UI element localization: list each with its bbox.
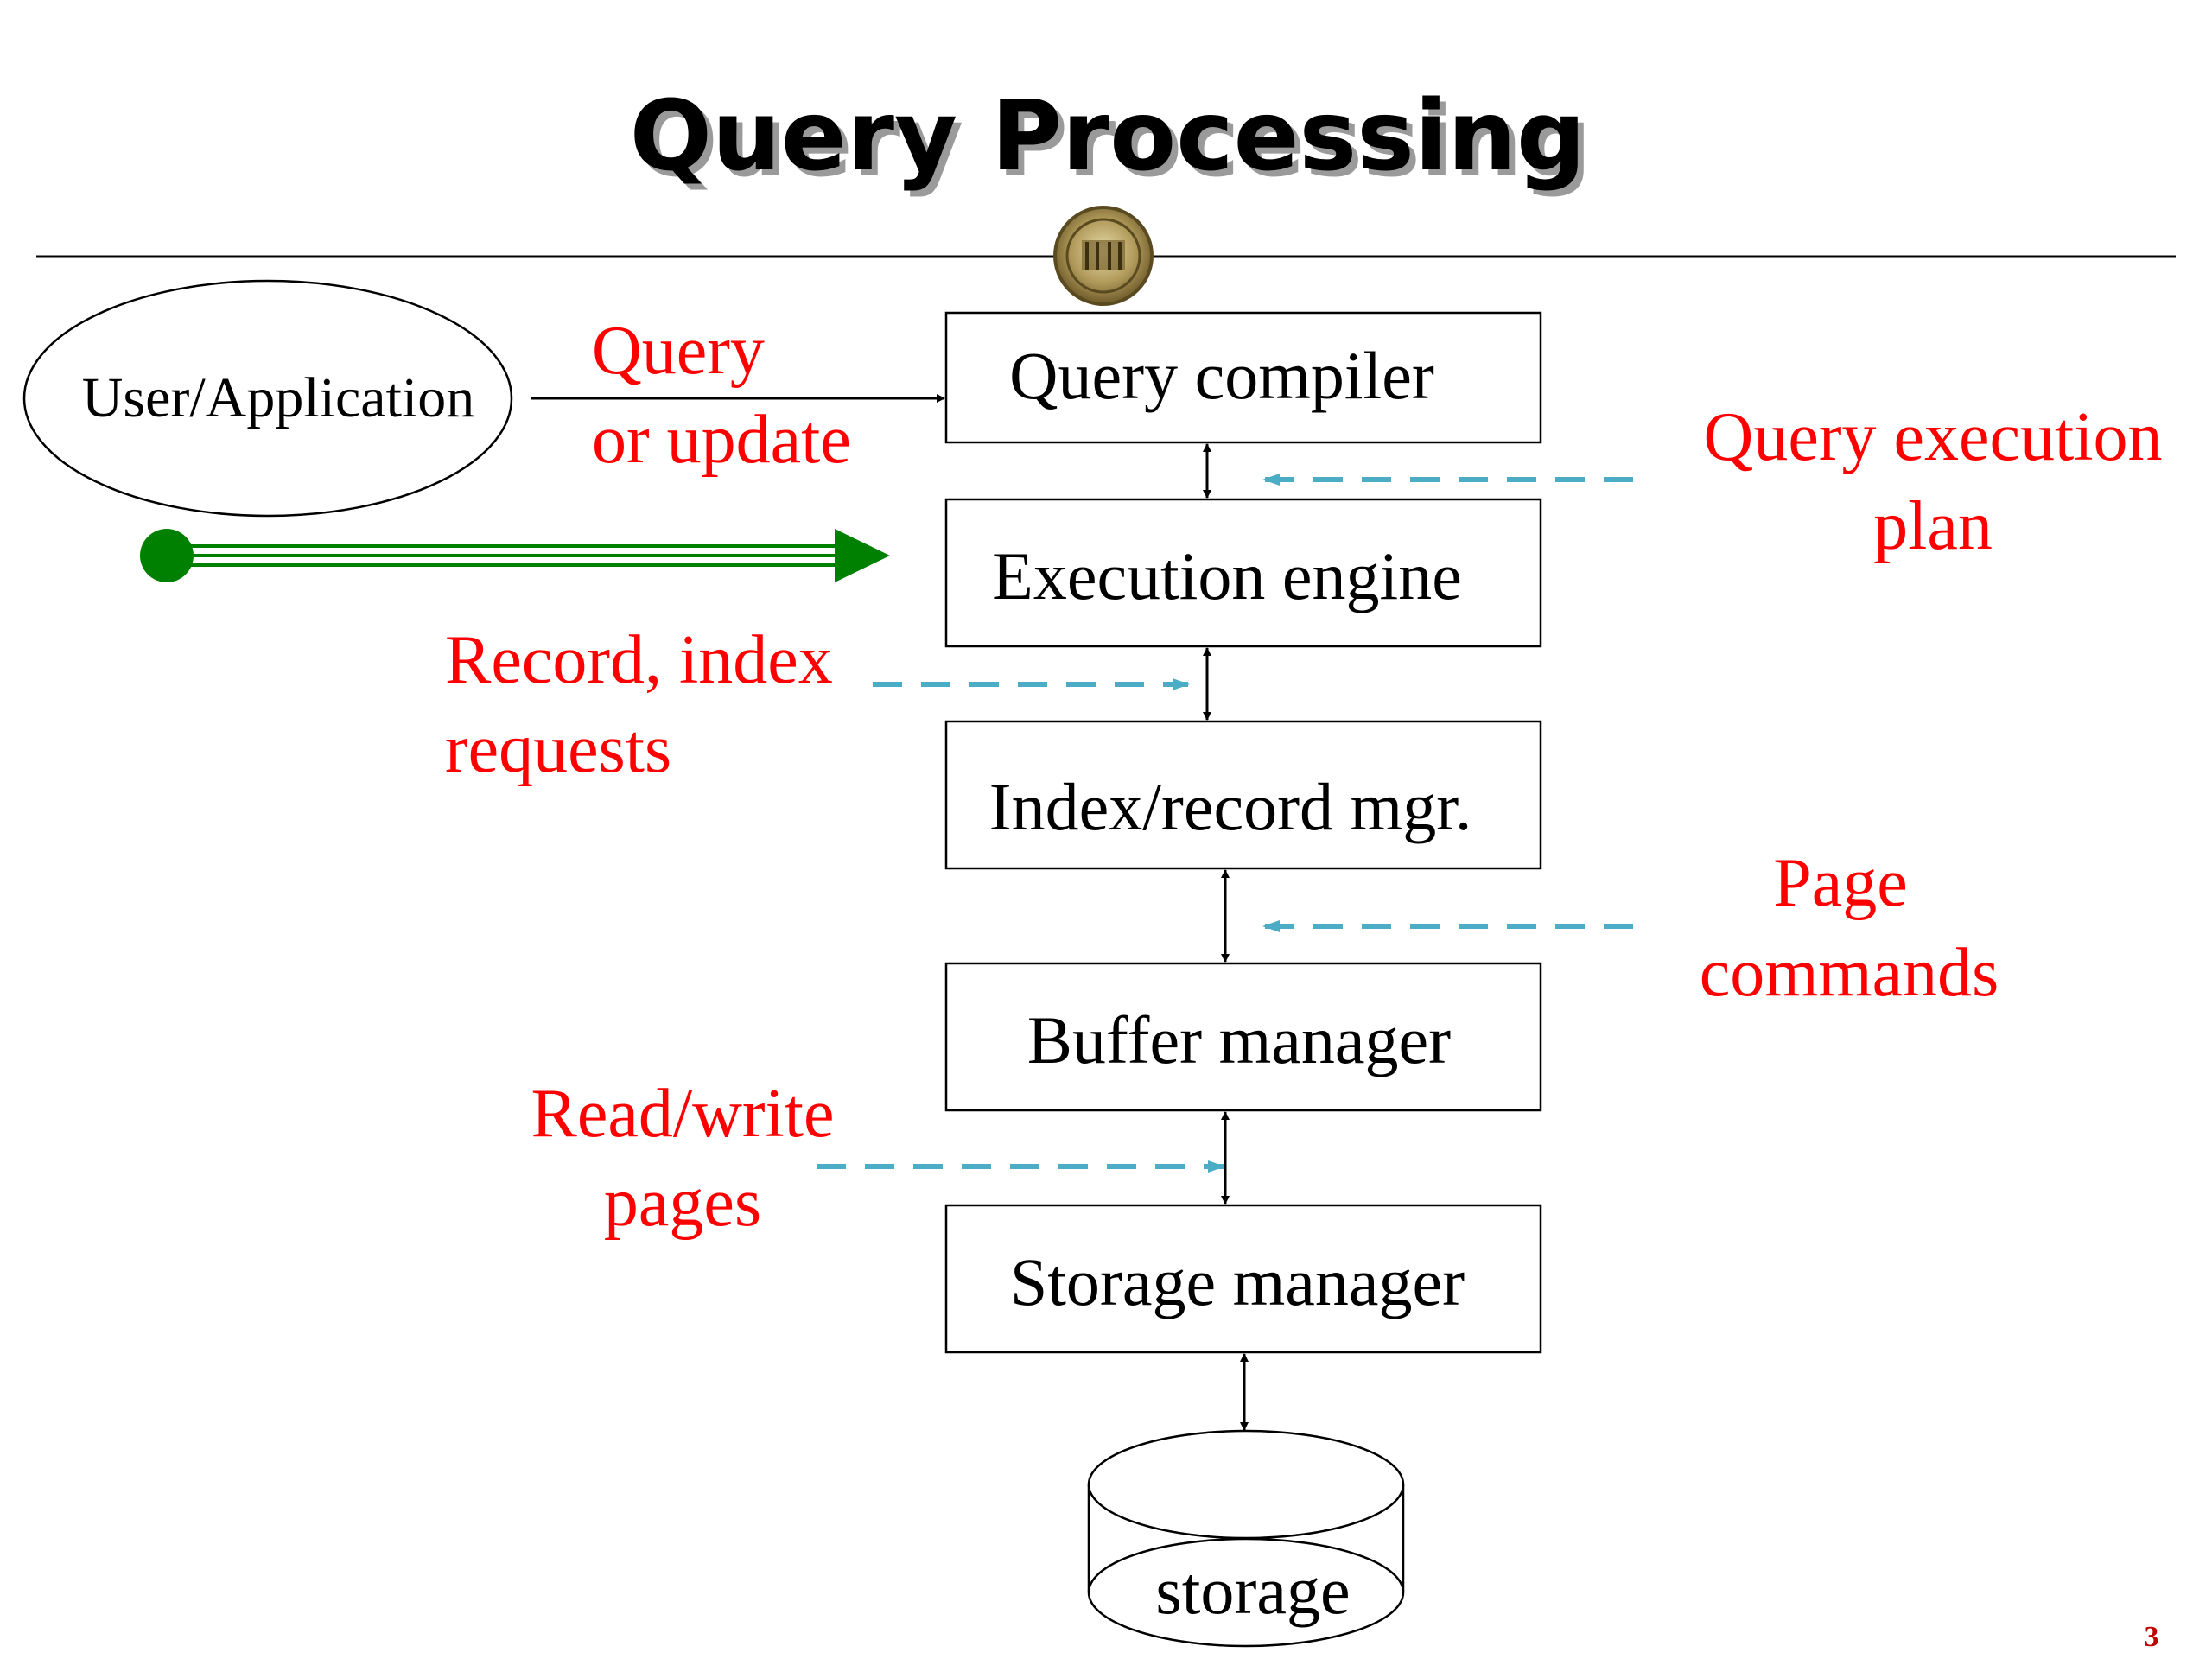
annotation-read-write-line2: pages — [604, 1165, 761, 1241]
title-text: Query Processing — [630, 80, 1586, 193]
green-pointer-arrow-icon — [140, 529, 890, 582]
storage-manager-label: Storage manager — [1010, 1244, 1465, 1319]
annotation-record-requests-line1: Record, index — [445, 622, 833, 698]
annotation-query-update-line2: or update — [592, 402, 851, 478]
annotation-read-write-line1: Read/write — [531, 1076, 835, 1152]
annotation-query-update-line1: Query — [592, 313, 765, 389]
annotation-page-commands-line1: Page — [1773, 845, 1908, 921]
page-number: 3 — [2145, 1621, 2159, 1653]
component-query-compiler: Query compiler — [944, 311, 1542, 444]
user-application-label: User/Application — [82, 366, 475, 429]
annotation-page-commands-line2: commands — [1700, 935, 1999, 1011]
index-record-mgr-box — [944, 720, 1542, 870]
university-seal-icon — [1053, 206, 1154, 306]
storage-cylinder-icon: storage — [1087, 1429, 1405, 1648]
query-compiler-box — [944, 311, 1542, 444]
user-application-node: User/Application — [22, 279, 513, 518]
slide-title: Query Processing Query Processing — [630, 80, 1592, 199]
storage-manager-box — [944, 1204, 1542, 1354]
component-index-record-mgr: Index/record mgr. — [944, 720, 1542, 870]
component-buffer-manager: Buffer manager — [944, 962, 1542, 1112]
buffer-manager-label: Buffer manager — [1027, 1002, 1451, 1077]
buffer-manager-box — [944, 962, 1542, 1112]
execution-engine-label: Execution engine — [992, 538, 1462, 613]
user-application-ellipse — [22, 279, 513, 518]
component-execution-engine: Execution engine — [944, 498, 1542, 648]
storage-label: storage — [1155, 1553, 1350, 1628]
query-compiler-label: Query compiler — [1009, 338, 1434, 413]
index-record-mgr-label: Index/record mgr. — [989, 769, 1472, 844]
annotation-read-write: Read/write pages — [531, 1076, 835, 1241]
annotation-record-requests-line2: requests — [445, 711, 671, 787]
title-shadow: Query Processing — [636, 86, 1592, 199]
annotation-page-commands: Page commands — [1700, 845, 1999, 1011]
annotation-query-update: Query or update — [592, 313, 851, 478]
annotation-query-plan-line1: Query execution — [1704, 399, 2163, 475]
component-storage-manager: Storage manager — [944, 1204, 1542, 1354]
annotation-query-plan-line2: plan — [1873, 488, 1993, 564]
annotation-query-plan: Query execution plan — [1704, 399, 2163, 564]
annotation-record-requests: Record, index requests — [445, 622, 833, 787]
execution-engine-box — [944, 498, 1542, 648]
